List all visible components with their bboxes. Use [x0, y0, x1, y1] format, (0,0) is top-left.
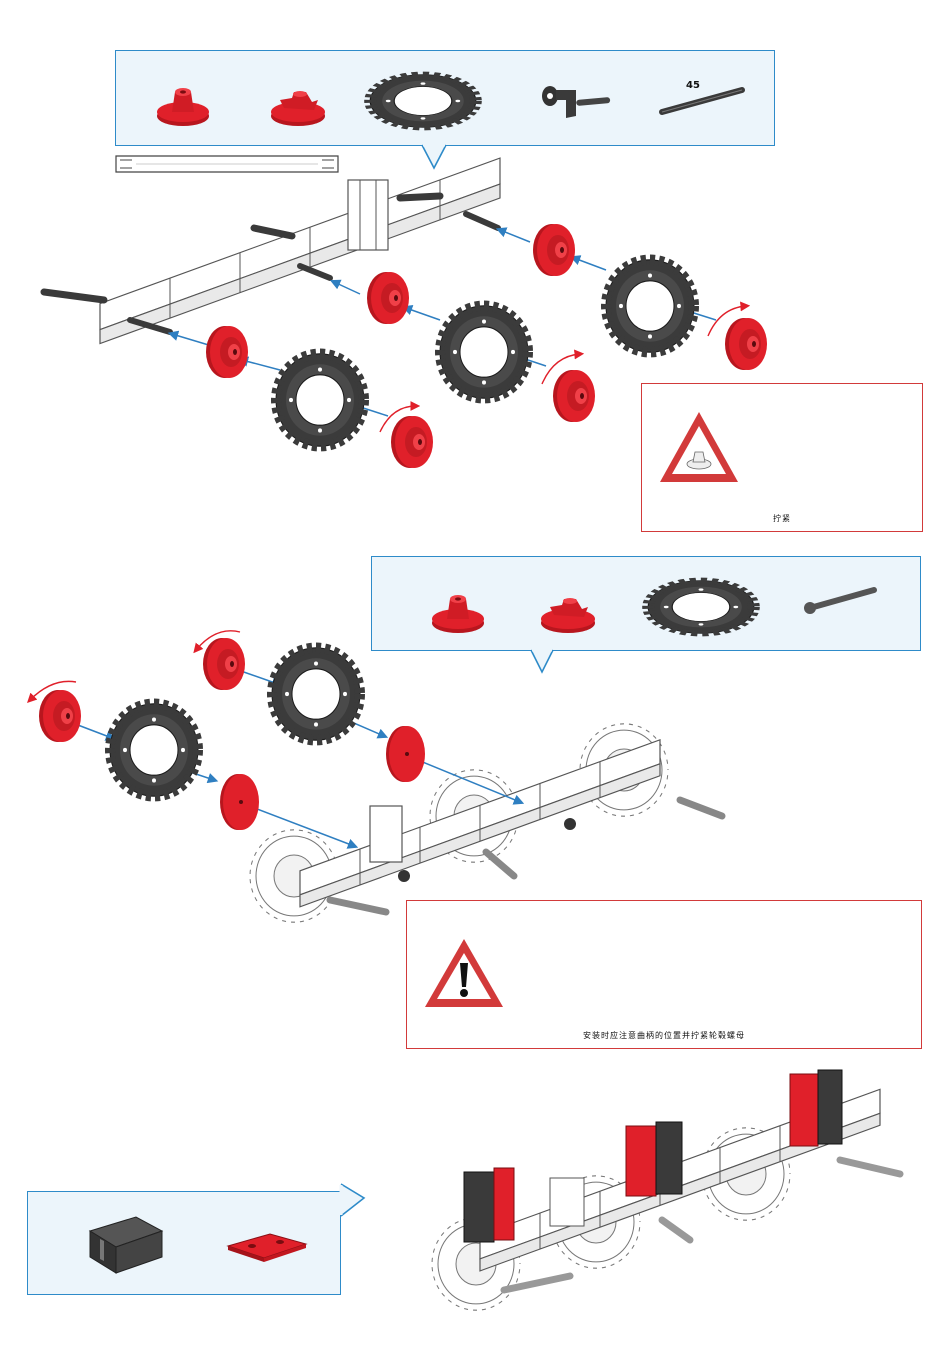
warning-triangle-icon — [656, 408, 742, 488]
step3-assembly — [400, 1050, 920, 1320]
step2-warning-box: 安装时应注意曲柄的位置并拧紧轮毂螺母 — [406, 900, 922, 1049]
axle-length-label: 45 — [686, 80, 700, 91]
step1-warning-box: 拧紧 — [641, 383, 923, 532]
block-icon — [86, 1213, 176, 1277]
hub-nut-icon — [155, 78, 215, 128]
axle-icon — [800, 584, 880, 620]
plate-icon — [224, 1228, 314, 1268]
wing-nut-icon — [268, 78, 332, 128]
step1-warning-text: 拧紧 — [642, 513, 922, 524]
step3-callout-pointer — [330, 1170, 380, 1250]
exclamation-triangle-icon — [421, 935, 507, 1011]
axle-icon — [658, 80, 748, 120]
gear-icon — [368, 66, 478, 136]
step2-warning-text: 安装时应注意曲柄的位置并拧紧轮毂螺母 — [407, 1030, 921, 1041]
crank-icon — [536, 78, 616, 128]
